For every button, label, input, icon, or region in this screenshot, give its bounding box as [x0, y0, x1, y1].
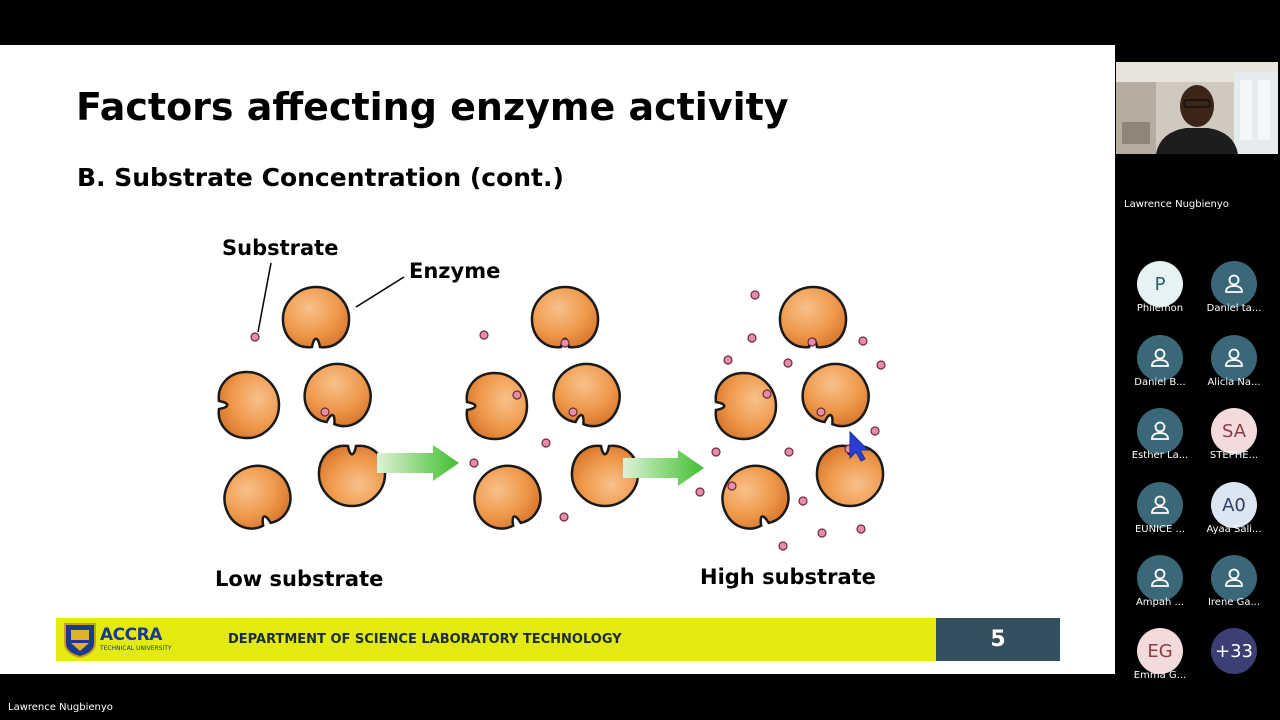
enzyme-shape [317, 444, 387, 508]
participant-avatar: P [1137, 261, 1183, 307]
substrate-dot [858, 336, 868, 346]
substrate-dot [750, 290, 760, 300]
substrate-dot [541, 438, 551, 448]
participant-name: EUNICE ... [1134, 524, 1186, 535]
participant-tile[interactable]: Irene Ga... [1202, 555, 1266, 619]
substrate-dot [817, 528, 827, 538]
substrate-dot [856, 524, 866, 534]
enzyme-shape [281, 285, 351, 349]
arrow-low-to-mid [377, 445, 459, 481]
substrate-label: Substrate [222, 236, 339, 260]
participant-name: Daniel ta... [1206, 303, 1262, 314]
participant-avatar: SA [1211, 408, 1257, 454]
user-icon [1211, 261, 1257, 307]
enzyme-shape [714, 371, 778, 441]
substrate-dot [711, 447, 721, 457]
slide-title: Factors affecting enzyme activity [76, 85, 789, 129]
substrate-dot [783, 358, 793, 368]
substrate-dot [816, 407, 826, 417]
substrate-dot [568, 407, 578, 417]
substrate-dot [469, 458, 479, 468]
enzyme-shape [473, 464, 542, 530]
active-speaker-label: Lawrence Nugbienyo [8, 702, 113, 713]
participant-tile[interactable]: Daniel ta... [1202, 261, 1266, 325]
participant-name: Esther La... [1131, 450, 1189, 461]
enzyme-shape [303, 362, 372, 428]
substrate-dot [250, 332, 260, 342]
enzyme-pointer-line [355, 276, 405, 308]
substrate-dot [559, 512, 569, 522]
participant-tile[interactable]: Alicia Na... [1202, 335, 1266, 399]
high-substrate-label: High substrate [700, 565, 876, 589]
low-substrate-label: Low substrate [215, 567, 384, 591]
enzyme-shape [552, 362, 621, 428]
user-icon [1211, 335, 1257, 381]
participant-name: Irene Ga... [1207, 597, 1261, 608]
substrate-dot [320, 407, 330, 417]
participant-name: Emma G... [1133, 670, 1187, 681]
slide-footer: ACCRA TECHNICAL UNIVERSITY DEPARTMENT OF… [56, 618, 1060, 661]
participant-tile[interactable]: EUNICE ... [1128, 482, 1192, 546]
user-icon [1137, 335, 1183, 381]
participant-name: Philemon [1136, 303, 1184, 314]
substrate-dot [870, 426, 880, 436]
substrate-dot [778, 541, 788, 551]
substrate-dot [723, 355, 733, 365]
participant-tile[interactable]: Ampah ... [1128, 555, 1192, 619]
slide-subtitle: B. Substrate Concentration (cont.) [77, 163, 564, 192]
participant-avatar: EG [1137, 628, 1183, 674]
participant-avatar: +33 [1211, 628, 1257, 674]
presentation-slide: Factors affecting enzyme activity B. Sub… [0, 45, 1115, 674]
footer-bar: ACCRA TECHNICAL UNIVERSITY DEPARTMENT OF… [56, 618, 936, 661]
university-name: ACCRA [100, 625, 162, 645]
substrate-dot [512, 390, 522, 400]
university-subtitle: TECHNICAL UNIVERSITY [100, 645, 172, 652]
user-icon [1211, 555, 1257, 601]
speaker-video-tile[interactable] [1116, 62, 1278, 154]
substrate-dot [695, 487, 705, 497]
enzyme-shape [721, 464, 790, 530]
enzyme-shape [530, 285, 600, 349]
substrate-dot [784, 447, 794, 457]
participant-name: Daniel B... [1134, 377, 1186, 388]
substrate-dot [727, 481, 737, 491]
substrate-dot [560, 338, 570, 348]
substrate-dot [747, 333, 757, 343]
participant-tile[interactable]: Esther La... [1128, 408, 1192, 472]
substrate-dot [479, 330, 489, 340]
arrow-mid-to-high [623, 450, 704, 486]
substrate-dot [762, 389, 772, 399]
speaker-name: Lawrence Nugbienyo [1124, 199, 1229, 210]
department-name: DEPARTMENT OF SCIENCE LABORATORY TECHNOL… [228, 632, 622, 647]
substrate-dot [807, 337, 817, 347]
user-icon [1137, 555, 1183, 601]
participant-name: Ampah ... [1135, 597, 1185, 608]
mouse-cursor [849, 430, 870, 462]
enzyme-substrate-diagram [217, 262, 886, 551]
enzyme-shape [217, 370, 281, 440]
enzyme-shape [223, 464, 292, 530]
user-icon [1137, 482, 1183, 528]
participant-tile[interactable]: Daniel B... [1128, 335, 1192, 399]
enzyme-shape [465, 371, 529, 441]
participant-name: STEPHE... [1209, 450, 1259, 461]
participant-name: Ayaa Sali... [1206, 524, 1262, 535]
slide-page-number: 5 [936, 618, 1060, 661]
user-icon [1137, 408, 1183, 454]
university-crest-icon [64, 623, 96, 658]
participant-tile[interactable]: +33 [1202, 628, 1266, 692]
enzyme-shape [801, 362, 870, 428]
substrate-dot [876, 360, 886, 370]
participant-name: Alicia Na... [1207, 377, 1261, 388]
substrate-dot [798, 496, 808, 506]
enzyme-label: Enzyme [409, 259, 501, 283]
speaker-video-image [1116, 62, 1278, 154]
participant-avatar: A0 [1211, 482, 1257, 528]
substrate-pointer-line [257, 262, 272, 333]
